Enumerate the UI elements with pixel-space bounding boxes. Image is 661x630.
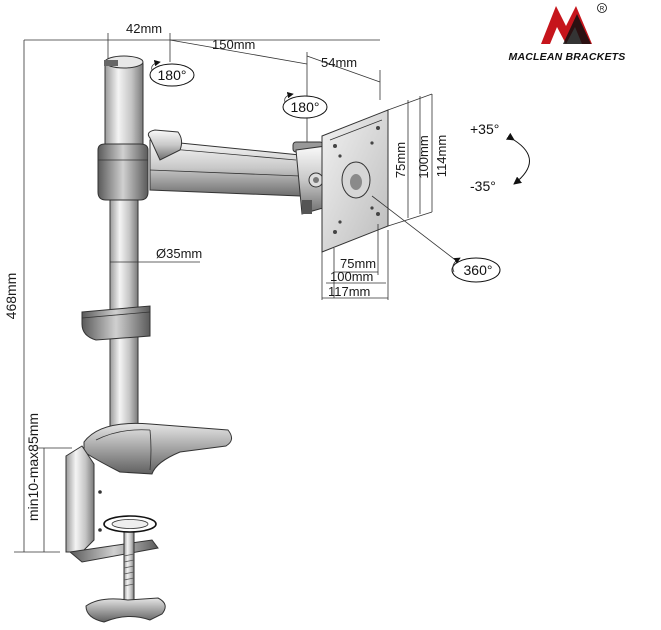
cable-clip [81, 305, 151, 341]
vesa-h-117: 117mm [328, 284, 370, 299]
tilt-up-label: +35° [470, 121, 499, 137]
top-dimension-lines [24, 33, 381, 150]
pole-diameter-label: Ø35mm [156, 246, 202, 261]
head-swivel-label: 180° [291, 99, 320, 115]
vesa-v-114: 114mm [434, 135, 449, 177]
desk-base [83, 422, 232, 475]
clamp-range-label: min10-max85mm [25, 413, 41, 521]
desk-clamp [65, 445, 166, 623]
vesa-plate [321, 109, 389, 253]
tilt-down-label: -35° [470, 178, 496, 194]
registered-mark: R [600, 7, 605, 13]
vesa-v-100: 100mm [416, 135, 431, 178]
height-dimension-lines [14, 40, 72, 553]
tilt-marker: +35° -35° [470, 121, 530, 194]
pole-offset-label: 42mm [126, 21, 162, 36]
total-height-label: 468mm [3, 273, 19, 320]
brand-name: MACLEAN BRACKETS [509, 51, 626, 63]
arm-length-label: 150mm [212, 37, 255, 52]
arm-swivel-label: 180° [158, 67, 187, 83]
plate-rotation-label: 360° [464, 262, 493, 278]
vesa-h-75: 75mm [340, 256, 376, 271]
registered-mark-icon [597, 3, 607, 13]
head-swivel-marker: 180° [282, 91, 328, 119]
arm-swivel-marker: 180° [149, 59, 195, 87]
brand-logo: R MACLEAN BRACKETS [509, 3, 626, 63]
vesa-vertical-dimension-lines [387, 93, 433, 227]
plate-rotation-marker: 360° [371, 195, 501, 283]
head-offset-label: 54mm [321, 55, 357, 70]
vesa-horizontal-dimension-lines [321, 224, 389, 300]
pole [104, 55, 144, 431]
vesa-h-100: 100mm [330, 269, 373, 284]
vesa-v-75: 75mm [393, 142, 408, 178]
